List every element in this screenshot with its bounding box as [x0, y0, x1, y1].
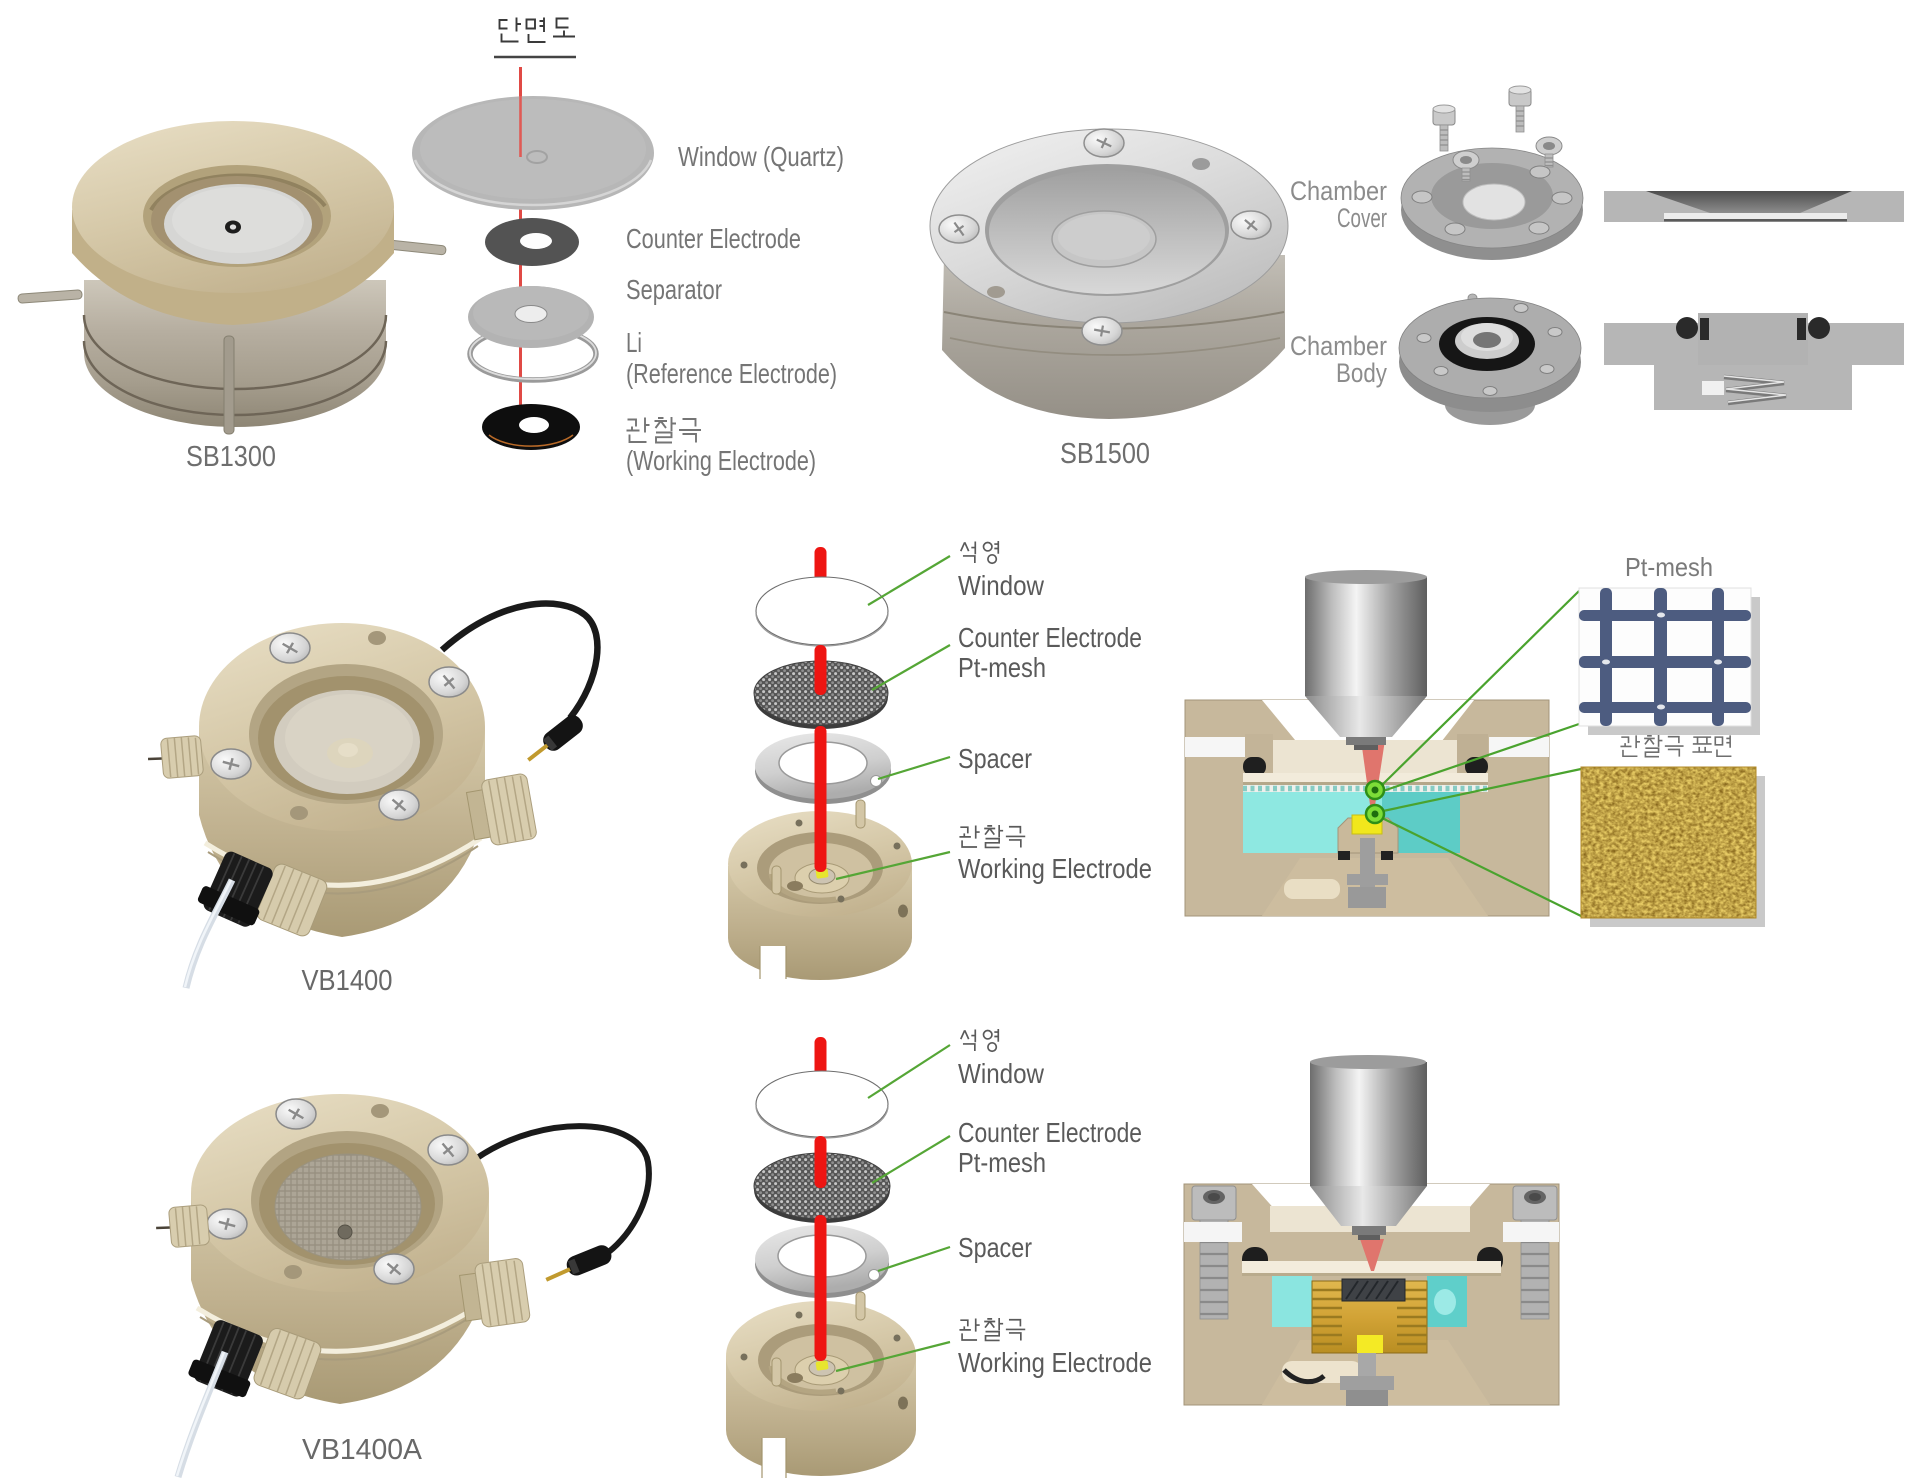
svg-text:(Working Electrode): (Working Electrode) — [626, 445, 816, 476]
svg-text:Cover: Cover — [1337, 203, 1387, 233]
svg-text:Separator: Separator — [626, 274, 722, 305]
svg-text:Pt-mesh: Pt-mesh — [1625, 552, 1713, 582]
svg-text:Pt-mesh: Pt-mesh — [958, 652, 1046, 683]
svg-text:Working Electrode: Working Electrode — [958, 853, 1152, 884]
svg-text:Spacer: Spacer — [958, 743, 1032, 774]
svg-text:SB1500: SB1500 — [1060, 438, 1150, 470]
svg-text:Working Electrode: Working Electrode — [958, 1347, 1152, 1378]
svg-text:Chamber: Chamber — [1290, 176, 1387, 206]
svg-text:Spacer: Spacer — [958, 1232, 1032, 1263]
svg-text:SB1300: SB1300 — [186, 441, 276, 473]
svg-text:Counter Electrode: Counter Electrode — [958, 1117, 1142, 1148]
svg-text:Window: Window — [958, 1058, 1045, 1089]
svg-text:Chamber: Chamber — [1290, 331, 1387, 361]
svg-text:Pt-mesh: Pt-mesh — [958, 1147, 1046, 1178]
svg-text:VB1400A: VB1400A — [302, 1434, 423, 1466]
svg-text:Counter Electrode: Counter Electrode — [626, 223, 801, 254]
svg-text:(Reference Electrode): (Reference Electrode) — [626, 358, 837, 389]
svg-text:Counter Electrode: Counter Electrode — [958, 622, 1142, 653]
svg-text:Li: Li — [626, 327, 642, 358]
svg-text:VB1400: VB1400 — [302, 965, 393, 997]
svg-text:Window (Quartz): Window (Quartz) — [678, 141, 844, 172]
svg-text:Window: Window — [958, 570, 1045, 601]
svg-text:Body: Body — [1336, 358, 1387, 388]
